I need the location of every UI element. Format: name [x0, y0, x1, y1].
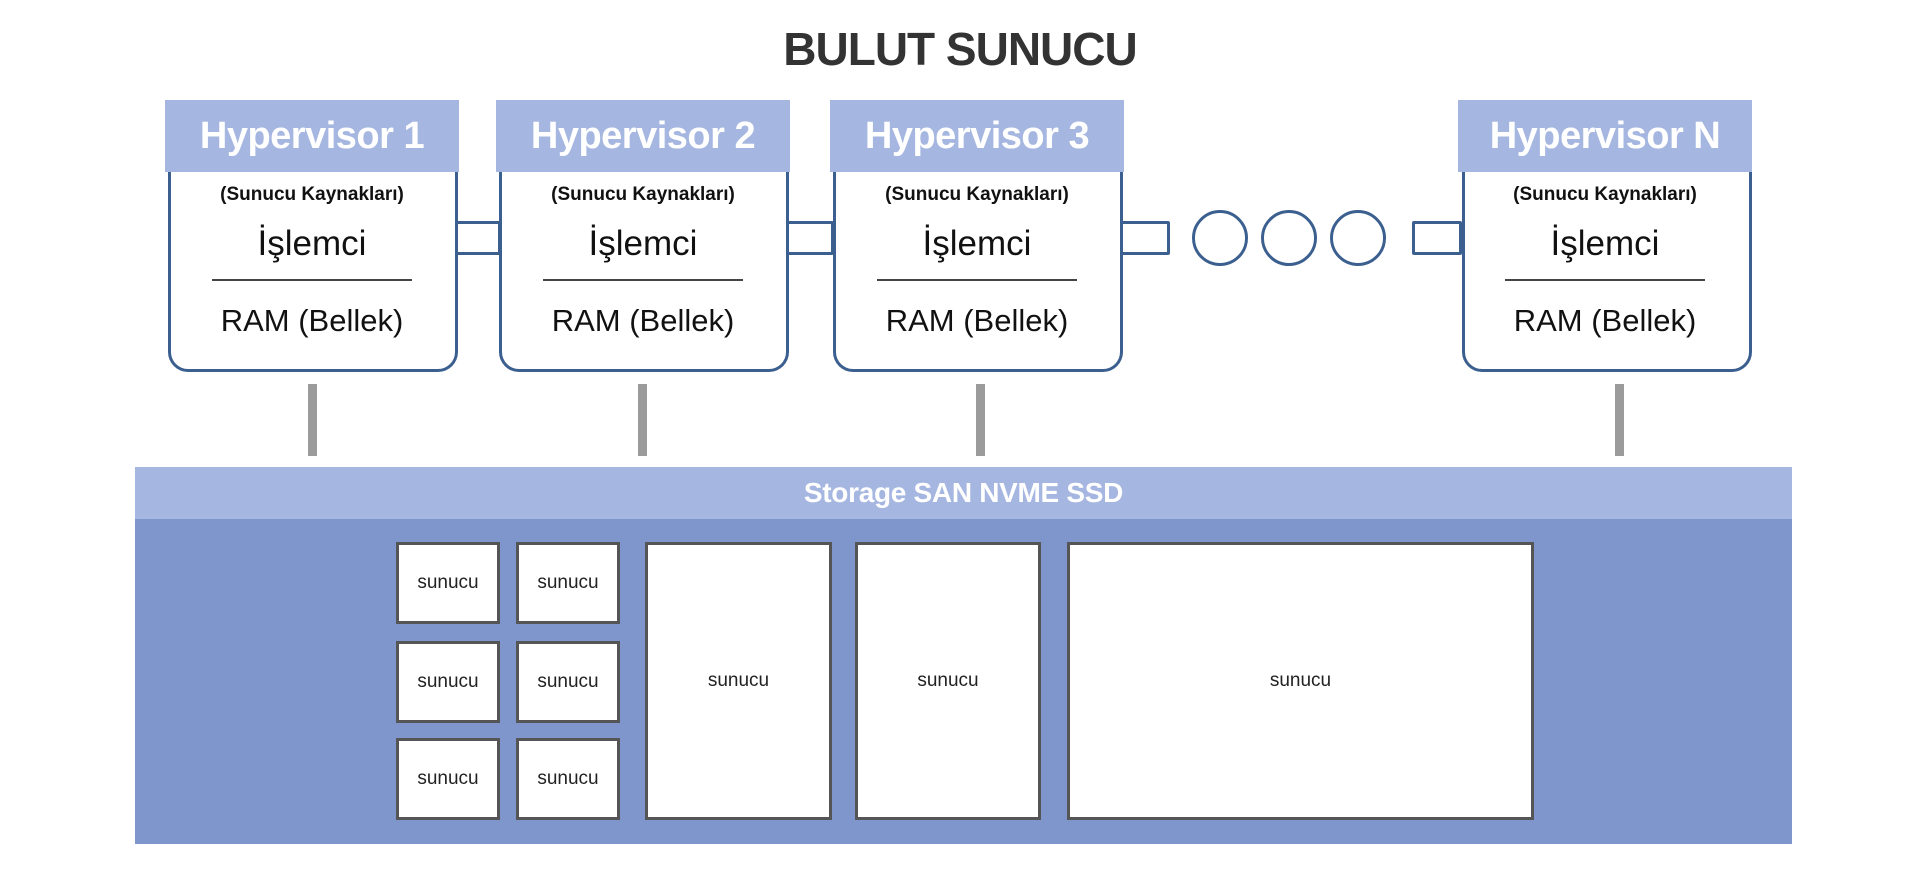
- ellipsis-circle: [1330, 210, 1386, 266]
- connector-3-ellipsis: [1120, 221, 1170, 255]
- hypervisor-body: [1462, 170, 1752, 372]
- storage-link: [1615, 384, 1624, 456]
- hypervisor-subtitle: (Sunucu Kaynakları): [885, 184, 1069, 205]
- server-block: sunucu: [855, 542, 1041, 820]
- connector-ellipsis-n: [1412, 221, 1462, 255]
- connector-1-2: [455, 221, 501, 255]
- hypervisor-subtitle: (Sunucu Kaynakları): [220, 184, 404, 205]
- hypervisor-3: Hypervisor 3 (Sunucu Kaynakları) İşlemci…: [830, 100, 1124, 373]
- server-block: sunucu: [396, 641, 500, 723]
- ram-label: RAM (Bellek): [1513, 303, 1697, 338]
- divider: [1505, 279, 1705, 281]
- hypervisor-title: Hypervisor 3: [830, 100, 1124, 172]
- hypervisor-2: Hypervisor 2 (Sunucu Kaynakları) İşlemci…: [496, 100, 790, 373]
- storage-link: [308, 384, 317, 456]
- hypervisor-n: Hypervisor N (Sunucu Kaynakları) İşlemci…: [1458, 100, 1752, 373]
- cpu-label: İşlemci: [588, 224, 698, 263]
- hypervisor-body: [168, 170, 458, 372]
- hypervisor-title: Hypervisor 2: [496, 100, 790, 172]
- server-block: sunucu: [516, 738, 620, 820]
- ram-label: RAM (Bellek): [551, 303, 735, 338]
- cpu-label: İşlemci: [1550, 224, 1660, 263]
- server-block: sunucu: [1067, 542, 1534, 820]
- storage-title: Storage SAN NVME SSD: [135, 467, 1792, 519]
- divider: [212, 279, 412, 281]
- server-block: sunucu: [516, 641, 620, 723]
- hypervisor-body: [499, 170, 789, 372]
- hypervisor-1: Hypervisor 1 (Sunucu Kaynakları) İşlemci…: [165, 100, 459, 373]
- hypervisor-body: [833, 170, 1123, 372]
- diagram-title: BULUT SUNUCU: [783, 23, 1137, 75]
- ellipsis-circle: [1192, 210, 1248, 266]
- server-block: sunucu: [396, 542, 500, 624]
- ram-label: RAM (Bellek): [885, 303, 1069, 338]
- ellipsis-circle: [1261, 210, 1317, 266]
- cpu-label: İşlemci: [922, 224, 1032, 263]
- server-block: sunucu: [516, 542, 620, 624]
- connector-2-3: [786, 221, 834, 255]
- storage-link: [638, 384, 647, 456]
- hypervisor-subtitle: (Sunucu Kaynakları): [551, 184, 735, 205]
- divider: [877, 279, 1077, 281]
- server-block: sunucu: [645, 542, 832, 820]
- hypervisor-subtitle: (Sunucu Kaynakları): [1513, 184, 1697, 205]
- server-block: sunucu: [396, 738, 500, 820]
- hypervisor-title: Hypervisor 1: [165, 100, 459, 172]
- ram-label: RAM (Bellek): [220, 303, 404, 338]
- divider: [543, 279, 743, 281]
- storage-link: [976, 384, 985, 456]
- hypervisor-title: Hypervisor N: [1458, 100, 1752, 172]
- cpu-label: İşlemci: [257, 224, 367, 263]
